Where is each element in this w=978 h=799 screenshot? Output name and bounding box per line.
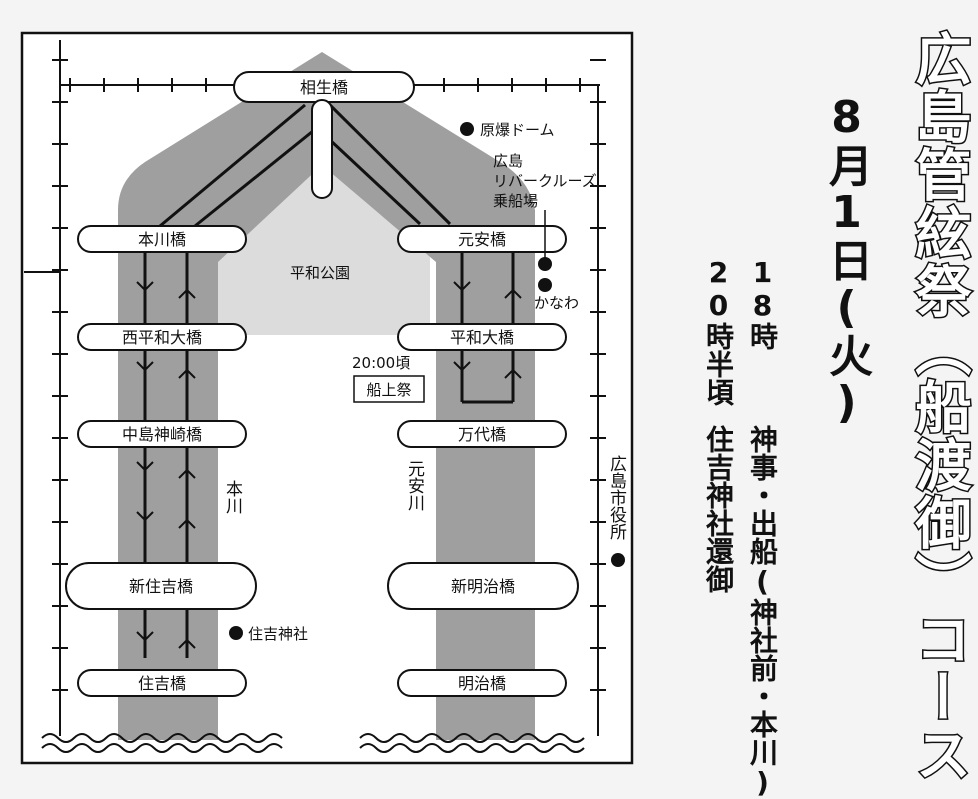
event-box <box>353 375 425 403</box>
river-motoyasu-label: 元安川 <box>404 460 425 511</box>
river-honkawa-label: 本川 <box>222 480 243 514</box>
bridge-nishiheiwa: 西平和大橋 <box>77 323 247 351</box>
event-time-label: 20:00頃 <box>352 354 410 372</box>
city-hall-marker <box>611 553 625 567</box>
arrow-down-icon <box>136 361 154 372</box>
bridge-meiji-label: 明治橋 <box>458 674 506 693</box>
festival-title: 広島管絃祭（船渡御）コース <box>905 29 973 786</box>
arrow-down-icon <box>136 511 154 522</box>
cruise-label-line1: 広島 <box>493 152 523 170</box>
bridge-mandai-label: 万代橋 <box>458 425 506 444</box>
schedule-event-1: 神事・出船(神社前・本川) <box>746 425 779 799</box>
bridge-mandai: 万代橋 <box>397 420 567 448</box>
arrow-up-icon <box>178 468 196 479</box>
river-path <box>118 52 535 740</box>
bridge-motoyasu: 元安橋 <box>397 225 567 253</box>
arrow-down-icon <box>136 631 154 642</box>
peace-park-area <box>218 150 430 335</box>
bridge-shinsumiyoshi-label: 新住吉橋 <box>129 577 193 596</box>
aioi-stem <box>311 99 333 199</box>
bridge-nakajima-label: 中島神崎橋 <box>122 425 202 444</box>
atomic-dome-marker <box>460 122 474 136</box>
bridge-aioi: 相生橋 <box>233 71 415 103</box>
bridge-heiwa-label: 平和大橋 <box>450 328 514 347</box>
peace-park-label: 平和公園 <box>290 264 350 282</box>
bridge-shinsumiyoshi: 新住吉橋 <box>65 562 257 610</box>
city-hall-label: 広島市役所 <box>606 455 627 540</box>
cruise-label-line2: リバークルーズ <box>493 172 597 190</box>
kanawa-label: かなわ <box>534 294 579 312</box>
cruise-marker <box>538 257 552 271</box>
schedule-time-1: 18時 <box>746 256 779 350</box>
bridge-shinmeiji-label: 新明治橋 <box>451 577 515 596</box>
bridge-aioi-label: 相生橋 <box>300 78 348 97</box>
atomic-dome-label: 原爆ドーム <box>480 121 555 139</box>
bridge-sumiyoshi: 住吉橋 <box>77 669 247 697</box>
course-map: 相生橋 本川橋 西平和大橋 中島神崎橋 新住吉橋 住吉橋 元安橋 平和大橋 万代… <box>20 31 634 765</box>
event-name-label: 船上祭 <box>366 381 411 399</box>
bridge-heiwa: 平和大橋 <box>397 323 567 351</box>
arrow-down-icon <box>136 461 154 472</box>
cruise-label-line3: 乗船場 <box>493 192 538 210</box>
waves <box>41 733 585 753</box>
bridge-nakajima: 中島神崎橋 <box>77 420 247 448</box>
bridge-meiji: 明治橋 <box>397 669 567 697</box>
arrow-up-icon <box>178 368 196 379</box>
festival-date: 8月1日(火) <box>821 92 872 428</box>
arrow-down-icon <box>453 361 471 372</box>
arrow-down-icon <box>136 281 154 292</box>
arrow-up-icon <box>178 638 196 649</box>
arrow-up-icon <box>178 518 196 529</box>
arrow-down-icon <box>453 281 471 292</box>
info-panel: 広島管絃祭（船渡御）コース 8月1日(火) 18時 20時半頃 神事・出船(神社… <box>660 0 978 799</box>
bridge-motoyasu-label: 元安橋 <box>458 230 506 249</box>
arrow-up-icon <box>504 368 522 379</box>
bridge-honkawa-label: 本川橋 <box>138 230 186 249</box>
arrow-up-icon <box>504 288 522 299</box>
schedule-event-2: 住吉神社還御 <box>702 425 735 593</box>
schedule-time-2: 20時半頃 <box>702 256 735 406</box>
bridge-sumiyoshi-label: 住吉橋 <box>138 674 186 693</box>
shrine-marker <box>229 626 243 640</box>
route-arrows <box>136 281 522 649</box>
arrow-up-icon <box>178 288 196 299</box>
bridge-shinmeiji: 新明治橋 <box>387 562 579 610</box>
kanawa-marker <box>538 278 552 292</box>
bridge-nishiheiwa-label: 西平和大橋 <box>122 328 202 347</box>
shrine-label: 住吉神社 <box>248 625 308 643</box>
bridge-honkawa: 本川橋 <box>77 225 247 253</box>
